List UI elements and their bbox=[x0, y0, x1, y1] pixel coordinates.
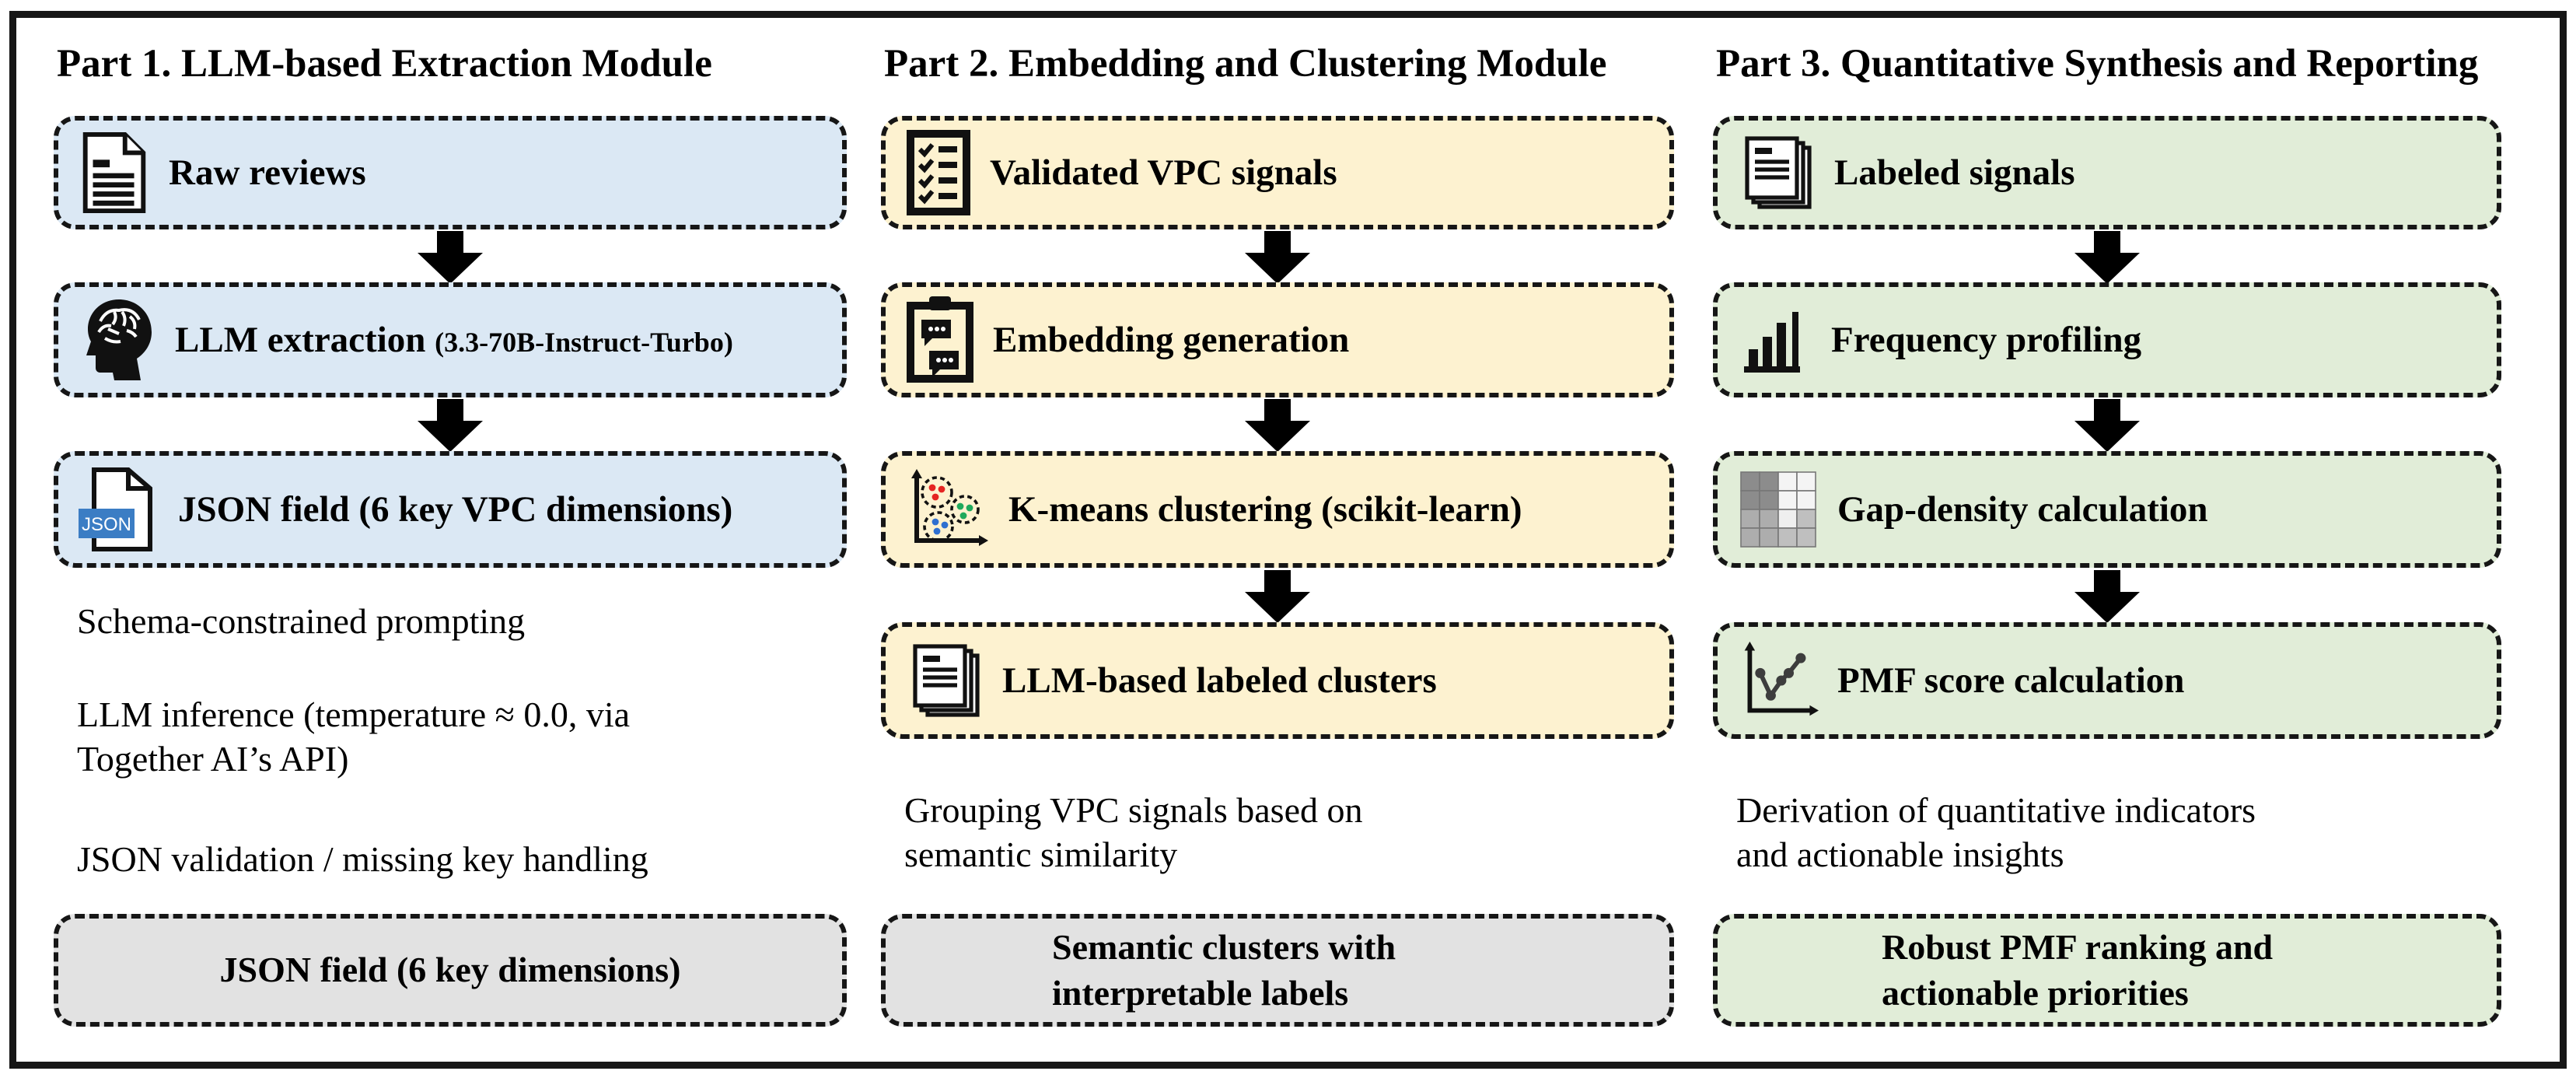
result-label: JSON field (6 key dimensions) bbox=[219, 950, 681, 990]
down-arrow bbox=[1245, 399, 1310, 452]
box-label: Raw reviews bbox=[169, 152, 366, 193]
part2-title: Part 2. Embedding and Clustering Module bbox=[884, 42, 1607, 86]
down-arrow bbox=[1245, 231, 1310, 284]
result-label: Robust PMF ranking and actionable priori… bbox=[1882, 926, 2274, 1013]
brain-head-icon bbox=[79, 296, 156, 383]
box-label: Frequency profiling bbox=[1831, 320, 2142, 360]
note-grouping-vpc: Grouping VPC signals based on semantic s… bbox=[904, 790, 1363, 875]
llm-extraction-box: LLM extraction (3.3-70B-Instruct-Turbo) bbox=[54, 282, 847, 397]
line-chart-icon bbox=[1738, 640, 1819, 721]
figure-frame: Part 1. LLM-based Extraction Module Raw … bbox=[9, 11, 2567, 1069]
result-label: Semantic clusters with interpretable lab… bbox=[1052, 926, 1396, 1013]
part3-result-box: Robust PMF ranking and actionable priori… bbox=[1713, 914, 2501, 1027]
box-label: Validated VPC signals bbox=[990, 152, 1337, 193]
down-arrow bbox=[2074, 570, 2140, 623]
clipboard-messages-icon bbox=[906, 296, 974, 383]
checklist-icon bbox=[906, 129, 971, 216]
part1-result-box: JSON field (6 key dimensions) bbox=[54, 914, 847, 1027]
validated-vpc-signals-box: Validated VPC signals bbox=[881, 116, 1674, 229]
box-label: Gap-density calculation bbox=[1837, 489, 2208, 530]
part3-column: Part 3. Quantitative Synthesis and Repor… bbox=[1713, 18, 2501, 1062]
down-arrow bbox=[418, 399, 483, 452]
json-file-icon: JSON bbox=[79, 467, 159, 552]
json-field-box: JSON JSON field (6 key VPC dimensions) bbox=[54, 451, 847, 568]
heatmap-grid-icon bbox=[1738, 469, 1819, 550]
part1-column: Part 1. LLM-based Extraction Module Raw … bbox=[54, 18, 847, 1062]
box-label: K-means clustering (scikit-learn) bbox=[1008, 489, 1522, 530]
bar-chart-icon bbox=[1738, 303, 1812, 377]
gap-density-box: Gap-density calculation bbox=[1713, 451, 2501, 568]
down-arrow bbox=[1245, 570, 1310, 623]
part2-result-box: Semantic clusters with interpretable lab… bbox=[881, 914, 1674, 1027]
box-label: LLM extraction (3.3-70B-Instruct-Turbo) bbox=[175, 320, 733, 360]
note-llm-inference: LLM inference (temperature ≈ 0.0, via To… bbox=[77, 695, 631, 779]
raw-reviews-box: Raw reviews bbox=[54, 116, 847, 229]
box-label: LLM-based labeled clusters bbox=[1002, 660, 1437, 701]
frequency-profiling-box: Frequency profiling bbox=[1713, 282, 2501, 397]
down-arrow bbox=[2074, 231, 2140, 284]
stacked-documents-icon bbox=[1738, 132, 1816, 213]
part2-column: Part 2. Embedding and Clustering Module … bbox=[881, 18, 1674, 1062]
pmf-score-box: PMF score calculation bbox=[1713, 622, 2501, 739]
svg-text:JSON: JSON bbox=[82, 514, 131, 535]
box-label: JSON field (6 key VPC dimensions) bbox=[178, 489, 733, 530]
labeled-clusters-box: LLM-based labeled clusters bbox=[881, 622, 1674, 739]
kmeans-scatter-icon bbox=[906, 467, 990, 551]
box-label: Labeled signals bbox=[1834, 152, 2075, 193]
note-derivation: Derivation of quantitative indicators an… bbox=[1736, 790, 2256, 875]
embedding-generation-box: Embedding generation bbox=[881, 282, 1674, 397]
part3-title: Part 3. Quantitative Synthesis and Repor… bbox=[1716, 42, 2479, 86]
down-arrow bbox=[2074, 399, 2140, 452]
down-arrow bbox=[418, 231, 483, 284]
box-label: Embedding generation bbox=[993, 320, 1350, 360]
note-schema-prompting: Schema-constrained prompting bbox=[77, 601, 526, 641]
kmeans-clustering-box: K-means clustering (scikit-learn) bbox=[881, 451, 1674, 568]
labeled-signals-box: Labeled signals bbox=[1713, 116, 2501, 229]
stacked-documents-icon bbox=[906, 640, 984, 721]
document-icon bbox=[79, 131, 150, 214]
part1-title: Part 1. LLM-based Extraction Module bbox=[57, 42, 712, 86]
box-label: PMF score calculation bbox=[1837, 660, 2185, 701]
note-json-validation: JSON validation / missing key handling bbox=[77, 839, 648, 879]
box-sublabel: (3.3-70B-Instruct-Turbo) bbox=[435, 327, 733, 358]
